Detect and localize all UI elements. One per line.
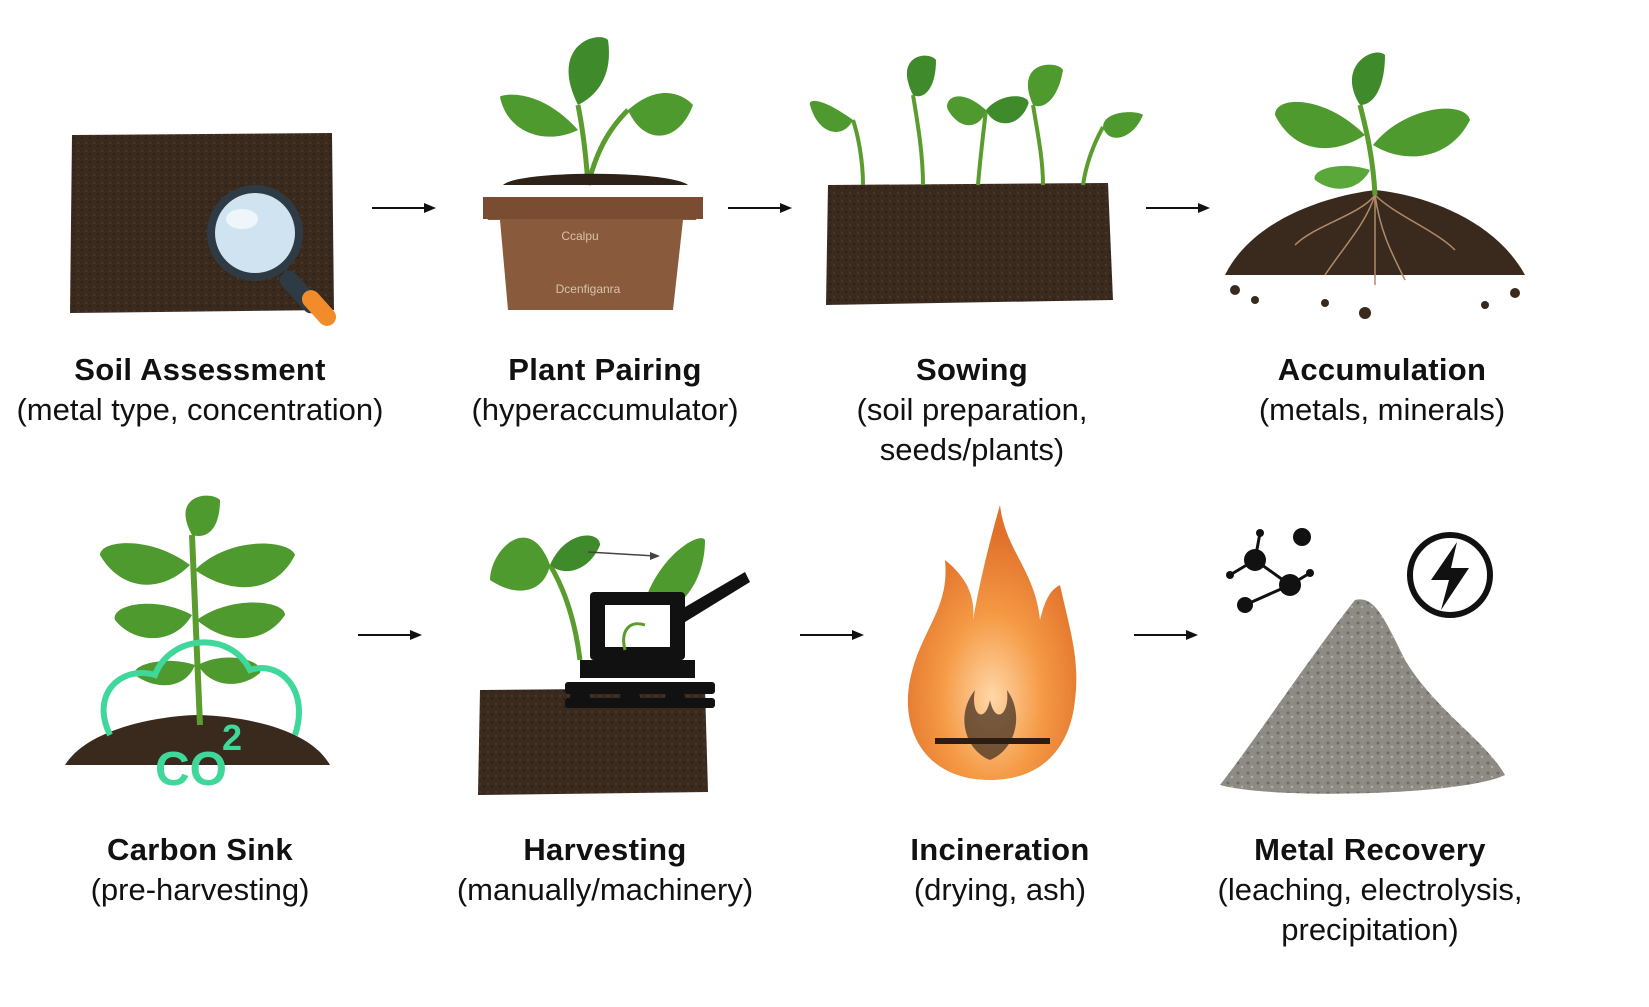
arrow-6-to-7 [800,630,864,640]
lightning-bolt-icon [1407,532,1493,618]
step-title: Sowing [915,352,1028,387]
step-detail: (manually/machinery) [456,872,754,907]
plant-with-roots-icon [1225,52,1525,319]
molecule-icon [1226,528,1314,613]
arrow-3-to-4 [1146,203,1210,213]
harvester-icon [478,535,750,795]
step-title: Metal Recovery [1254,832,1486,867]
co2-label: CO [155,743,227,795]
step-detail: (soil preparation, seeds/plants) [856,392,1088,467]
step-title: Carbon Sink [107,832,293,867]
arrow-5-to-6 [358,630,422,640]
caption-sowing: Sowing (soil preparation, seeds/plants) [772,350,1172,470]
co2-plant-icon: CO 2 [65,495,330,795]
caption-carbon-sink: Carbon Sink (pre-harvesting) [0,830,400,910]
co2-subscript: 2 [222,717,242,758]
step-detail: (leaching, electrolysis, precipitation) [1217,872,1523,947]
step-title: Plant Pairing [508,352,702,387]
ash-pile-icon [1220,599,1505,794]
step-detail: (hyperaccumulator) [471,392,739,427]
caption-accumulation: Accumulation (metals, minerals) [1182,350,1582,430]
arrow-2-to-3 [728,203,792,213]
step-detail: (metal type, concentration) [16,392,384,427]
step-detail: (pre-harvesting) [90,872,310,907]
seedlings-icon [809,55,1143,305]
step-title: Accumulation [1277,352,1487,387]
potted-plant-icon: Ccalpu Dcenfiganra [483,37,703,310]
step-title: Harvesting [523,832,687,867]
caption-harvesting: Harvesting (manually/machinery) [405,830,805,910]
step-title: Soil Assessment [74,352,326,387]
pot-label-bottom: Dcenfiganra [556,282,621,296]
caption-plant-pairing: Plant Pairing (hyperaccumulator) [405,350,805,430]
magnifier-over-soil-icon [70,133,337,326]
pot-label-top: Ccalpu [561,229,598,243]
flame-icon [907,505,1077,780]
arrow-7-to-8 [1134,630,1198,640]
step-detail: (drying, ash) [913,872,1087,907]
caption-soil-assessment: Soil Assessment (metal type, concentrati… [0,350,400,430]
caption-metal-recovery: Metal Recovery (leaching, electrolysis, … [1170,830,1570,950]
arrow-1-to-2 [372,203,436,213]
step-detail: (metals, minerals) [1258,392,1506,427]
caption-incineration: Incineration (drying, ash) [800,830,1200,910]
step-title: Incineration [910,832,1090,867]
